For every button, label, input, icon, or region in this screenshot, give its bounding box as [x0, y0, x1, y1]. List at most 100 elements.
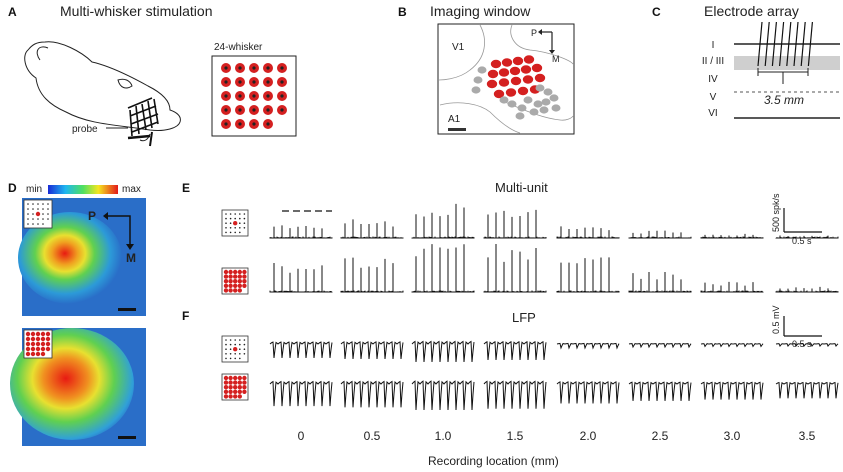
activation-spot-single	[18, 212, 122, 304]
icon-dot	[45, 331, 51, 337]
rat-head-outline	[24, 41, 181, 131]
icon-dot	[223, 389, 229, 394]
icon-dot	[242, 375, 247, 381]
lfp-trace	[700, 381, 764, 400]
icon-dot	[233, 394, 238, 399]
lfp-trace	[269, 380, 333, 407]
lfp-traces	[269, 340, 839, 411]
icon-dot	[234, 213, 236, 215]
icon-dot	[228, 385, 233, 390]
icon-dot	[243, 353, 246, 355]
v1-boundary	[438, 24, 485, 81]
multiunit-trace	[700, 233, 764, 239]
whisker-dot-center	[238, 66, 242, 70]
scale-f-y-label: 0.5 mV	[771, 305, 781, 334]
barrel-boundary	[499, 99, 574, 121]
border-line	[510, 24, 574, 65]
icon-dot	[42, 223, 44, 225]
icon-dot	[239, 222, 241, 224]
whisker-dot-center	[238, 122, 242, 126]
barrel-field	[471, 55, 561, 120]
panel-letter-d: D	[8, 181, 17, 195]
inset-dots-multi	[25, 331, 51, 357]
barrel-unstimulated	[499, 96, 509, 104]
icon-dot	[32, 208, 34, 210]
panel-a: A Multi-whisker stimulation probe 24-whi…	[8, 3, 297, 147]
icon-dot	[237, 389, 242, 394]
whisker-dot-center	[252, 66, 256, 70]
icon-dot	[228, 288, 233, 293]
whisker-dot-center	[252, 108, 256, 112]
v1-label: V1	[452, 42, 465, 53]
multiunit-trace	[340, 257, 404, 293]
barrel-unstimulated	[515, 112, 525, 120]
icon-dot	[27, 203, 29, 205]
inset-dots-single	[27, 203, 49, 225]
panel-f: F LFP 0.5 mV 0.5 s	[182, 305, 839, 411]
barrel-unstimulated	[473, 76, 483, 84]
barrel-unstimulated	[471, 86, 481, 94]
whisker-dot-center	[252, 80, 256, 84]
lfp-trace	[340, 380, 404, 408]
x-tick-label: 0	[298, 429, 305, 443]
icon-dot	[239, 213, 241, 215]
panel-c-title: Electrode array	[704, 3, 799, 19]
scale-e-y-label: 500 spk/s	[771, 193, 781, 232]
scale-e-x-label: 0.5 s	[792, 236, 812, 246]
icon-dot	[243, 343, 246, 346]
barrel-stimulated	[531, 63, 543, 73]
icon-dot	[239, 339, 241, 341]
multiunit-trace	[556, 226, 620, 239]
icon-dot	[225, 231, 227, 234]
barrel-unstimulated	[477, 66, 487, 74]
icon-dot	[40, 351, 46, 357]
icon-dot	[37, 208, 39, 210]
icon-dot	[234, 339, 236, 341]
icon-dot	[233, 283, 238, 288]
icon-dot	[30, 351, 36, 357]
icon-dot	[234, 353, 236, 355]
compass-p-head	[538, 29, 542, 35]
x-tick-label: 2.0	[580, 429, 597, 443]
barrel-stimulated	[493, 89, 505, 99]
barrel-stimulated	[512, 56, 524, 66]
stim-icon-f-single-dots	[225, 339, 246, 360]
icon-dot	[45, 341, 51, 347]
icon-dot	[233, 288, 238, 293]
icon-dot	[32, 203, 34, 205]
icon-dot	[239, 348, 241, 351]
lfp-trace	[483, 380, 547, 409]
icon-dot	[242, 380, 247, 385]
colorbar	[48, 185, 118, 194]
icon-dot	[233, 389, 238, 394]
icon-dot	[237, 380, 242, 385]
whisker-dot-center	[238, 94, 242, 98]
icon-dot	[228, 394, 233, 399]
lfp-trace	[628, 343, 692, 349]
icon-dot	[234, 227, 236, 229]
icon-dot	[223, 269, 229, 275]
icon-dot	[234, 217, 236, 220]
icon-dot	[233, 380, 238, 385]
barrel-stimulated	[505, 88, 517, 97]
whisker-dot-center	[252, 122, 256, 126]
icon-dot	[223, 380, 229, 385]
icon-dot	[242, 385, 247, 390]
multiunit-traces	[269, 203, 839, 293]
icon-dot	[35, 211, 41, 217]
icon-dot	[237, 283, 242, 288]
lfp-trace	[411, 380, 475, 411]
icon-dot	[237, 269, 242, 275]
icon-dot	[42, 208, 44, 210]
icon-dot	[30, 331, 36, 337]
barrel-stimulated	[498, 78, 510, 87]
icon-dot	[37, 218, 39, 220]
icon-dot	[30, 346, 36, 352]
panel-b: B Imaging window V1 A1 P M	[398, 3, 575, 135]
layer-label: V	[710, 92, 717, 103]
icon-dot	[223, 375, 229, 381]
x-tick-label: 0.5	[364, 429, 381, 443]
icon-dot	[27, 213, 29, 215]
